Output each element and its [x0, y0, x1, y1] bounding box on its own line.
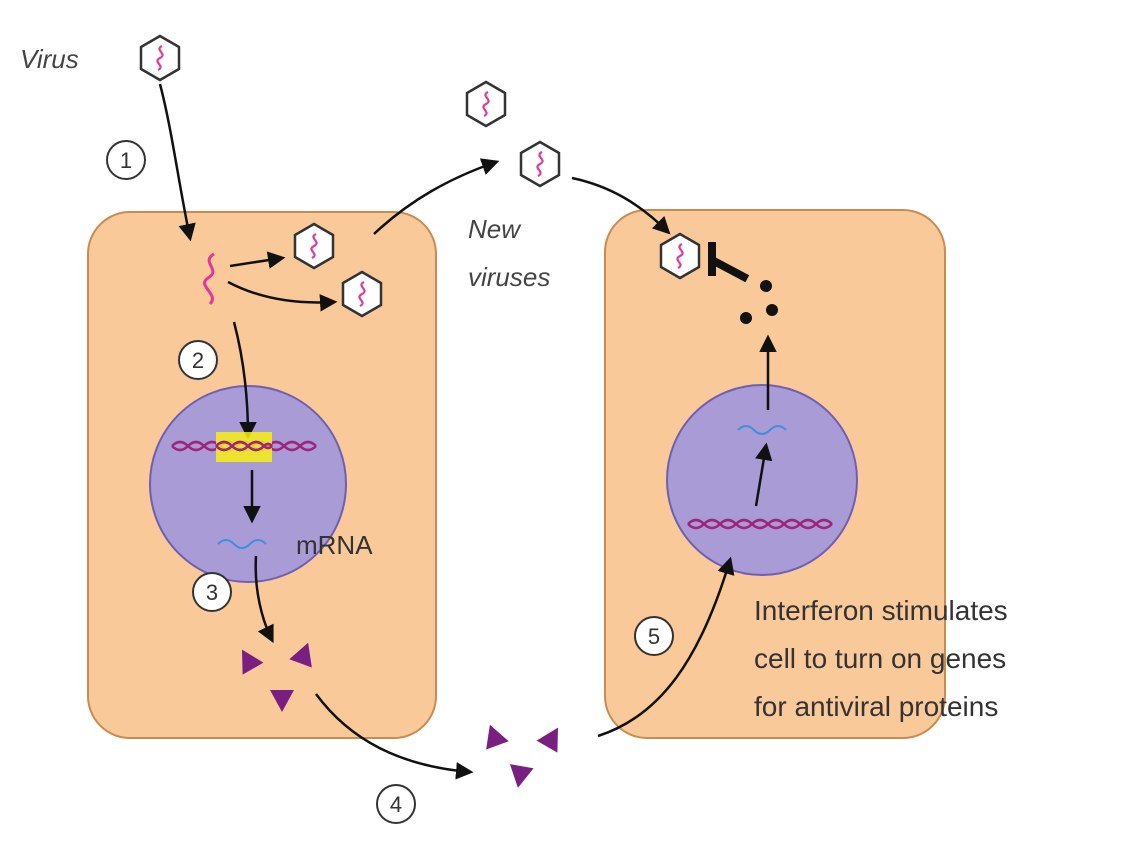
- step-2-marker: 2: [178, 340, 218, 380]
- new-virus-icon: [293, 222, 335, 270]
- mrna-icon: [217, 539, 267, 549]
- secreted-interferon-icon: [506, 764, 534, 790]
- blocked-virus-icon: [659, 232, 701, 280]
- antiviral-mrna-icon: [737, 425, 787, 435]
- arrow-replication-2: [227, 280, 338, 312]
- arrow-virus-to-neighbor: [571, 176, 671, 235]
- interferon-label-line2: cell to turn on genes: [754, 643, 1006, 674]
- arrow-to-nucleus: [232, 321, 257, 440]
- secreted-interferon-icon: [478, 720, 509, 750]
- step-3-marker: 3: [192, 572, 232, 612]
- svg-text:5: 5: [648, 624, 660, 649]
- svg-text:3: 3: [206, 580, 218, 605]
- new-viruses-label-line2: viruses: [468, 262, 550, 292]
- svg-text:4: 4: [390, 792, 402, 817]
- antiviral-protein-icon: [708, 242, 778, 324]
- secreted-interferon-icon: [536, 721, 569, 753]
- infected-cell-nucleus: [149, 385, 347, 583]
- arrow-antiviral-transcription: [754, 442, 773, 507]
- svg-text:1: 1: [120, 148, 132, 173]
- interferon-label-line3: for antiviral proteins: [754, 691, 998, 722]
- arrow-virus-release: [373, 158, 500, 235]
- new-virus-icon: [341, 270, 383, 318]
- new-viruses-label-line1: New: [468, 214, 522, 244]
- arrow-virus-entry: [158, 83, 196, 242]
- new-virus-icon: [519, 140, 561, 188]
- arrow-translation: [254, 555, 274, 644]
- interferon-label-line1: Interferon stimulates: [754, 595, 1008, 626]
- neighboring-cell-nucleus: [666, 384, 858, 576]
- svg-text:2: 2: [192, 348, 204, 373]
- antiviral-gene-dna-icon: [687, 518, 833, 530]
- arrow-interferon-signaling: [597, 556, 735, 738]
- mrna-label: mRNA: [296, 530, 373, 560]
- step-5-marker: 5: [634, 616, 674, 656]
- new-virus-icon: [465, 80, 507, 128]
- viral-rna-icon: [203, 252, 215, 306]
- arrow-interferon-secretion: [314, 693, 474, 780]
- virus-icon: [139, 34, 181, 82]
- step-4-marker: 4: [376, 784, 416, 824]
- step-1-marker: 1: [106, 140, 146, 180]
- virus-label: Virus: [20, 44, 79, 74]
- arrow-replication-1: [229, 251, 286, 269]
